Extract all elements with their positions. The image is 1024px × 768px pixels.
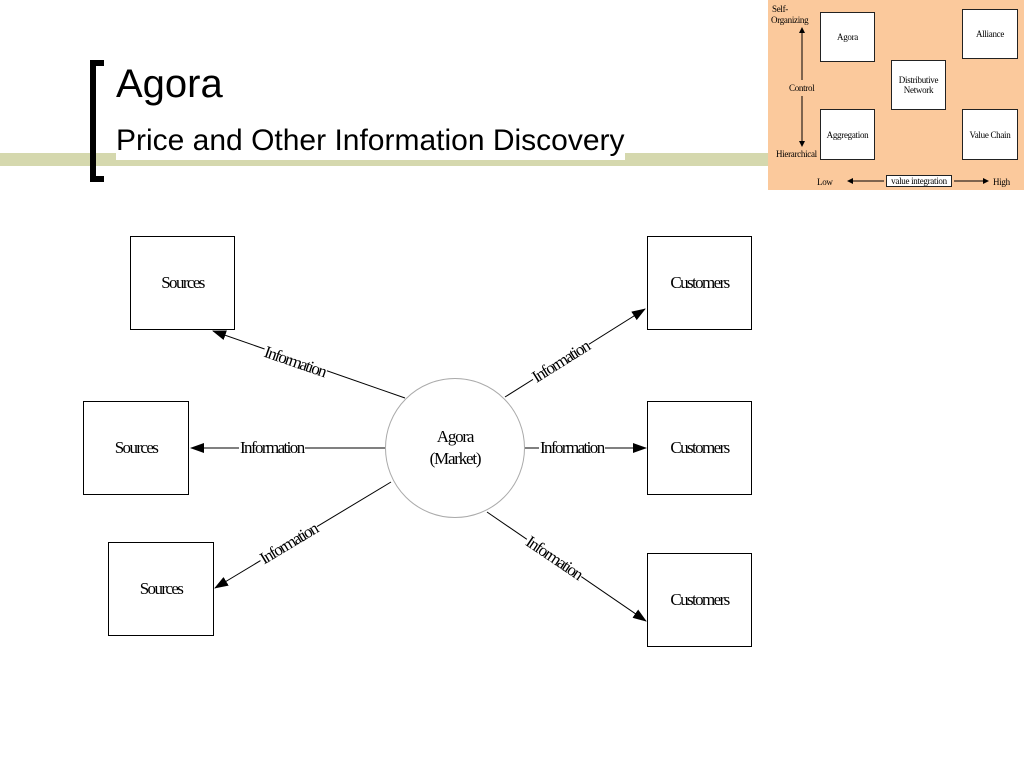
thumbnail-arrows bbox=[799, 27, 989, 184]
source-box-bottom: Sources bbox=[108, 542, 214, 636]
thumb-axis-top-2: Organizing bbox=[771, 15, 809, 25]
framework-thumbnail: Self- Organizing Control Hierarchical Lo… bbox=[768, 0, 1024, 190]
customer-box-middle: Customers bbox=[647, 401, 752, 495]
thumb-axis-high: High bbox=[993, 177, 1010, 187]
thumb-axis-low: Low bbox=[817, 177, 833, 187]
flow-label-source-middle: Information bbox=[239, 438, 305, 458]
hub-label-line2: (Market) bbox=[429, 449, 482, 468]
thumb-box-value-chain: Value Chain bbox=[962, 109, 1018, 160]
thumb-box-aggregation: Aggregation bbox=[820, 109, 875, 160]
thumb-box-network: Distributive Network bbox=[891, 60, 946, 110]
agora-market-hub: Agora (Market) bbox=[385, 378, 525, 518]
thumb-axis-control: Control bbox=[789, 83, 815, 93]
source-box-top: Sources bbox=[130, 236, 235, 330]
source-box-middle: Sources bbox=[83, 401, 189, 495]
thumb-axis-x: value integration bbox=[886, 175, 952, 187]
hub-label-line1: Agora bbox=[436, 427, 475, 446]
flow-label-customer-middle: Information bbox=[539, 438, 605, 458]
customer-box-bottom: Customers bbox=[647, 553, 752, 647]
title-bracket bbox=[90, 60, 104, 182]
slide-subtitle: Price and Other Information Discovery bbox=[116, 122, 625, 160]
thumb-box-alliance: Alliance bbox=[962, 9, 1018, 59]
thumb-axis-top: Self- bbox=[772, 4, 788, 14]
thumb-box-agora: Agora bbox=[820, 12, 875, 62]
slide-title: Agora bbox=[116, 62, 223, 106]
customer-box-top: Customers bbox=[647, 236, 752, 330]
thumb-axis-bottom: Hierarchical bbox=[776, 149, 817, 159]
